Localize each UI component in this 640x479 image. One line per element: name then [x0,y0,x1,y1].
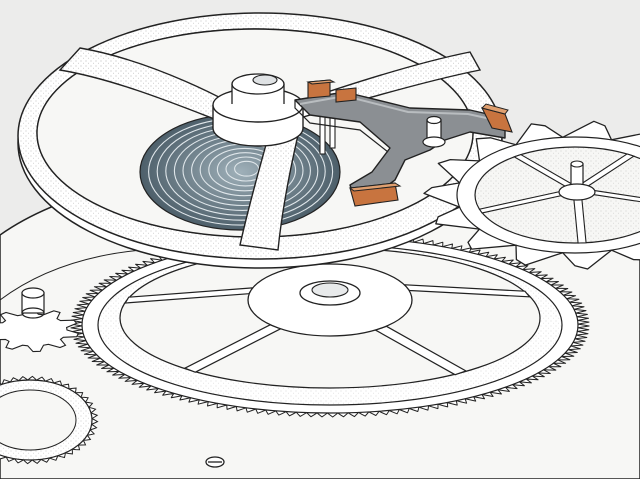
left-gear-cluster [0,287,99,465]
jewel-left-top [306,79,357,103]
pallet-fork [294,91,506,201]
hairspring-coil [234,160,260,177]
jewel-right [480,103,513,133]
pinion [0,307,80,353]
pallet-jewels [306,79,513,207]
escape-wheel [423,120,640,270]
center-wheel-spokes [124,250,532,376]
center-wheel [70,232,590,418]
jewel-bottom [348,182,402,207]
